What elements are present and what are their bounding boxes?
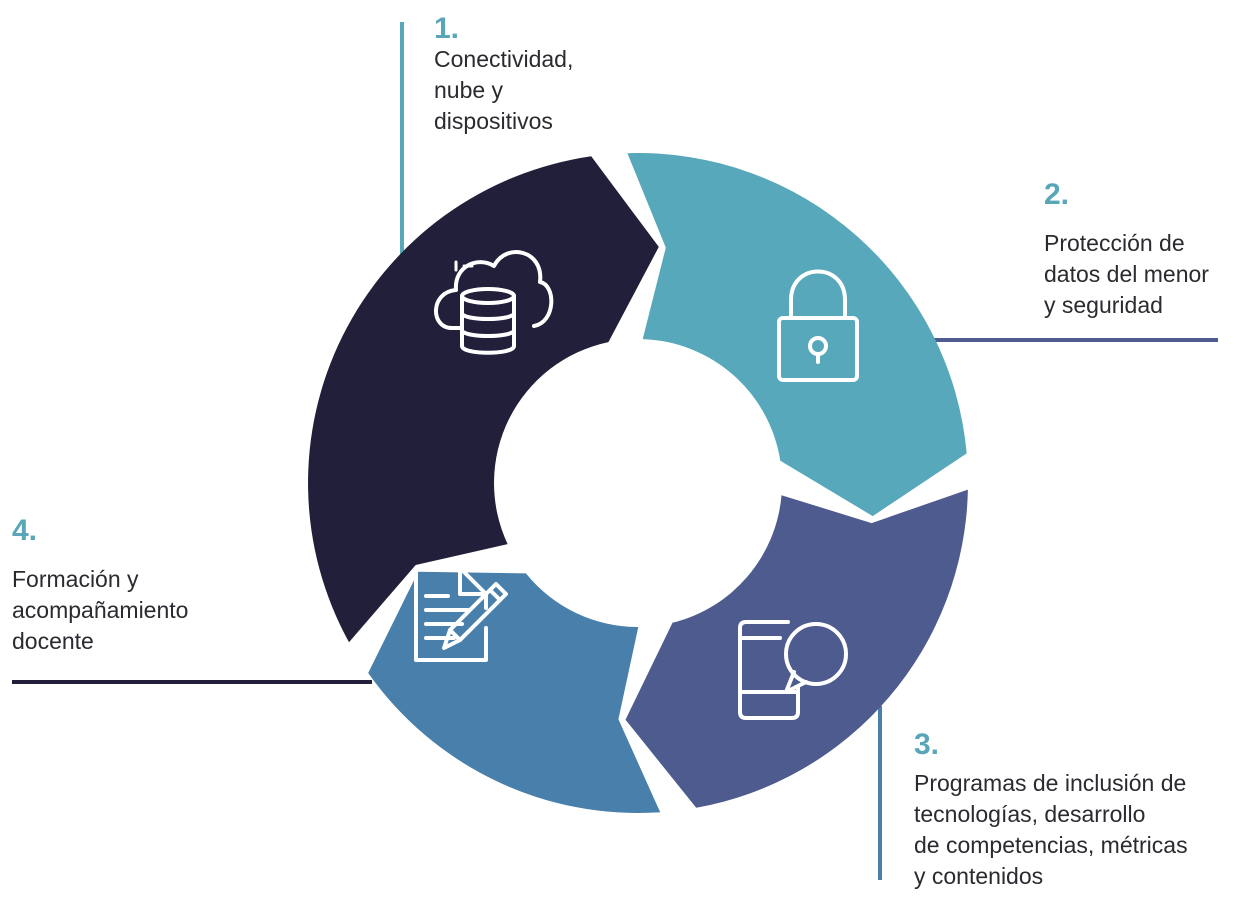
step-4-number: 4.: [12, 514, 38, 547]
ring-segment-4: [308, 156, 659, 643]
step-3-number: 3.: [914, 728, 940, 761]
ring-segment-1: [627, 153, 967, 517]
step-4-label: Formación y acompañamiento docente: [12, 566, 189, 654]
ring-segment-3: [368, 571, 661, 814]
step-1-label: Conectividad, nube y dispositivos: [434, 46, 574, 134]
cloud-database-icon: [434, 250, 554, 355]
mobile-chat-icon: [738, 620, 848, 720]
step-3-label: Programas de inclusión de tecnologías, d…: [914, 770, 1188, 889]
document-pencil-icon: [414, 566, 508, 662]
step-1-number: 1.: [434, 12, 460, 45]
step-2-label: Protección de datos del menor y segurida…: [1044, 230, 1209, 318]
step-2-number: 2.: [1044, 178, 1070, 211]
ring-segment-2: [625, 489, 968, 808]
padlock-icon: [777, 269, 859, 382]
